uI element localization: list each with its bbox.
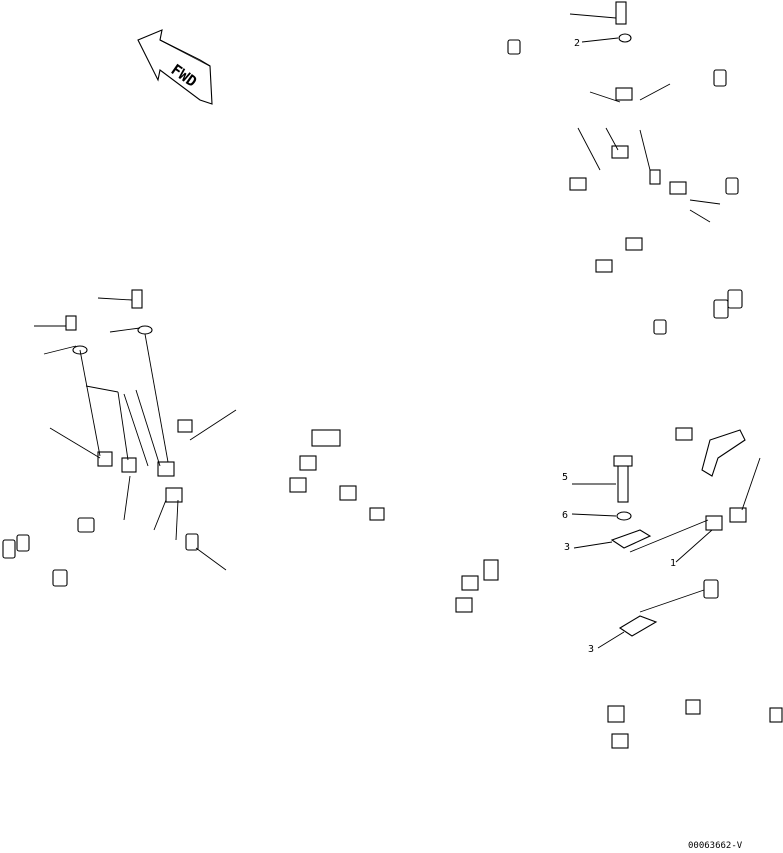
callout-labels: 5 6 3 1 3 2	[562, 38, 676, 655]
forward-direction-arrow: FWD	[137, 29, 213, 105]
loose-hardware	[610, 455, 658, 637]
callout-3b: 3	[588, 644, 594, 655]
callout-6: 6	[562, 510, 568, 521]
leader-lines	[34, 13, 761, 649]
reference-code: 00063662-V	[688, 841, 743, 851]
callout-2: 2	[574, 38, 580, 49]
callout-5: 5	[562, 472, 568, 483]
callout-1: 1	[670, 558, 676, 569]
upper-right-hose-group	[507, 1, 783, 784]
callout-3: 3	[564, 542, 570, 553]
left-hose-group	[2, 289, 254, 587]
bundle-clamps	[289, 429, 783, 749]
